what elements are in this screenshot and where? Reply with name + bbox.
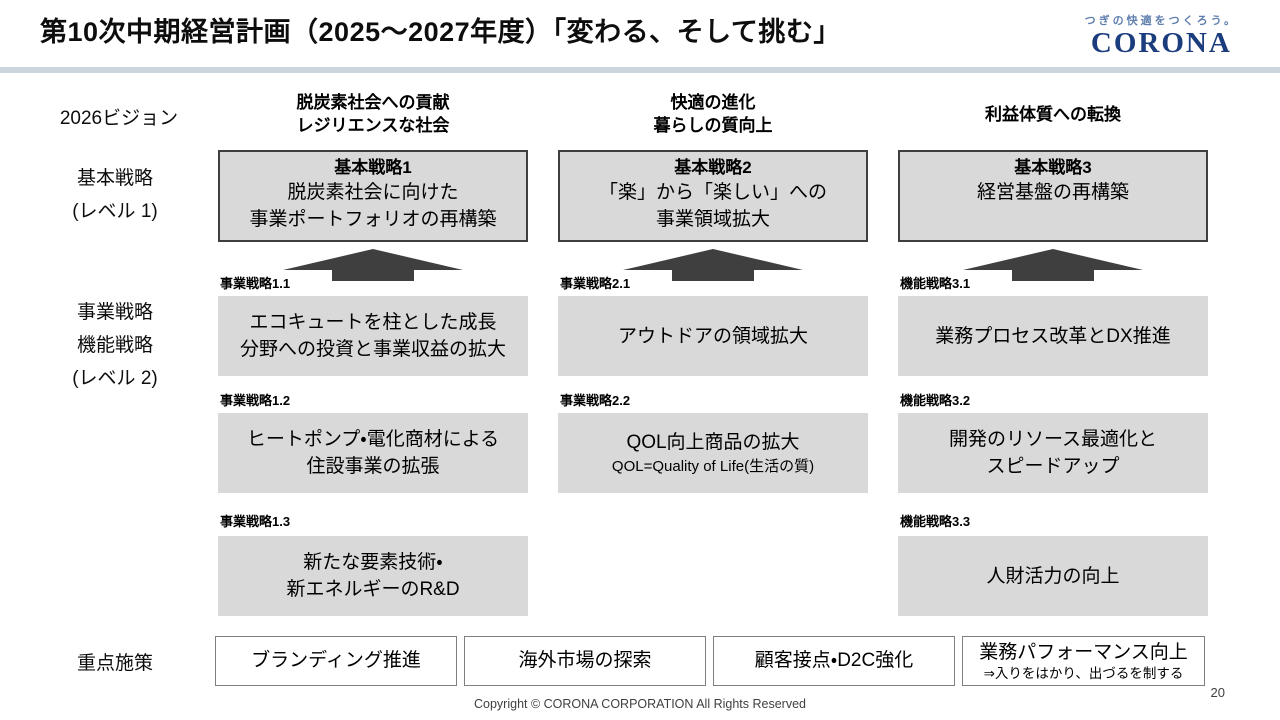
sub-strategy-label: 機能戦略3.3 — [900, 514, 971, 529]
title-divider — [0, 67, 1280, 75]
page-title: 第10次中期経営計画（2025～2027年度）「変わる、そして挑む」 — [40, 17, 841, 47]
sub-strategy-box: 業務プロセス改革とDX推進 — [898, 296, 1208, 376]
row-label-sub-strategy: 事業戦略 機能戦略 (レベル 2) — [72, 302, 158, 389]
vision-statement-2: 快適の進化 暮らしの質向上 — [550, 90, 876, 138]
vision-statement-3: 利益体質への転換 — [890, 90, 1216, 138]
logo-brand-text: CORONA — [1090, 27, 1232, 59]
up-arrow-icon — [623, 249, 803, 281]
strategy-column-1: 脱炭素社会への貢献 レジリエンスな社会 基本戦略1 脱炭素社会に向けた 事業ポー… — [218, 88, 528, 633]
row-label-vision: 2026ビジョン — [59, 108, 179, 129]
sub-strategy-box: 開発のリソース最適化と スピードアップ — [898, 413, 1208, 493]
priority-box-branding: ブランディング推進 — [215, 636, 457, 686]
copyright-footer: Copyright © CORONA CORPORATION All Right… — [474, 697, 806, 711]
basic-strategy-body: 経営基盤の再構築 — [976, 182, 1129, 203]
vision-line: 利益体質への転換 — [985, 104, 1121, 124]
sub-strategy-label: 事業戦略1.1 — [220, 276, 291, 291]
row-label-basic-strategy: 基本戦略 (レベル 1) — [72, 168, 158, 222]
row-label-priority: 重点施策 — [76, 653, 153, 674]
basic-strategy-body: 脱炭素社会に向けた 事業ポートフォリオの再構築 — [249, 182, 497, 230]
basic-strategy-box-1: 基本戦略1 脱炭素社会に向けた 事業ポートフォリオの再構築 — [218, 150, 528, 242]
strategy-column-2: 快適の進化 暮らしの質向上 基本戦略2 「楽」から「楽しい」への 事業領域拡大 … — [558, 88, 868, 633]
basic-strategy-box-3: 基本戦略3 経営基盤の再構築 — [898, 150, 1208, 242]
sub-strategy-box: 人財活力の向上 — [898, 536, 1208, 616]
sub-strategy-label: 機能戦略3.1 — [900, 276, 971, 291]
sub-strategy-box: ヒートポンプ・電化商材による 住設事業の拡張 — [218, 413, 528, 493]
basic-strategy-body: 「楽」から「楽しい」への 事業領域拡大 — [598, 182, 827, 230]
logo-tagline: つぎの快適をつくろう。 — [1084, 15, 1238, 27]
vision-line: 脱炭素社会への貢献 — [296, 93, 450, 112]
sub-strategy-label: 事業戦略1.2 — [220, 393, 291, 408]
vision-statement-1: 脱炭素社会への貢献 レジリエンスな社会 — [210, 90, 536, 138]
strategy-column-3: 利益体質への転換 基本戦略3 経営基盤の再構築 機能戦略3.1 業務プロセス改革… — [898, 88, 1208, 633]
sub-strategy-box: アウトドアの領域拡大 — [558, 296, 868, 376]
priority-box-d2c: 顧客接点・D2C強化 — [713, 636, 955, 686]
up-arrow-icon — [963, 249, 1143, 281]
up-arrow-icon — [283, 249, 463, 281]
sub-strategy-box: 新たな要素技術・ 新エネルギーのR&D — [218, 536, 528, 616]
basic-strategy-title: 基本戦略1 — [334, 158, 412, 177]
basic-strategy-title: 基本戦略2 — [674, 158, 752, 177]
sub-strategy-label: 事業戦略1.3 — [220, 514, 291, 529]
sub-strategy-label: 機能戦略3.2 — [900, 393, 971, 408]
sub-strategy-box: エコキュートを柱とした成長 分野への投資と事業収益の拡大 — [218, 296, 528, 376]
sub-strategy-box: QOL向上商品の拡大 QOL=Quality of Life(生活の質) — [558, 413, 868, 493]
priority-box-overseas: 海外市場の探索 — [464, 636, 706, 686]
page-number: 20 — [1210, 685, 1225, 700]
basic-strategy-title: 基本戦略3 — [1014, 158, 1092, 177]
vision-line: 暮らしの質向上 — [653, 116, 773, 135]
sub-strategy-label: 事業戦略2.1 — [560, 276, 631, 291]
sub-strategy-label: 事業戦略2.2 — [560, 393, 631, 408]
basic-strategy-box-2: 基本戦略2 「楽」から「楽しい」への 事業領域拡大 — [558, 150, 868, 242]
corona-logo: つぎの快適をつくろう。 CORONA — [1085, 12, 1238, 58]
priority-box-performance: 業務パフォーマンス向上 ⇒入りをはかり、出づるを制する — [962, 636, 1205, 686]
vision-line: レジリエンスな社会 — [296, 116, 450, 135]
vision-line: 快適の進化 — [670, 93, 756, 112]
